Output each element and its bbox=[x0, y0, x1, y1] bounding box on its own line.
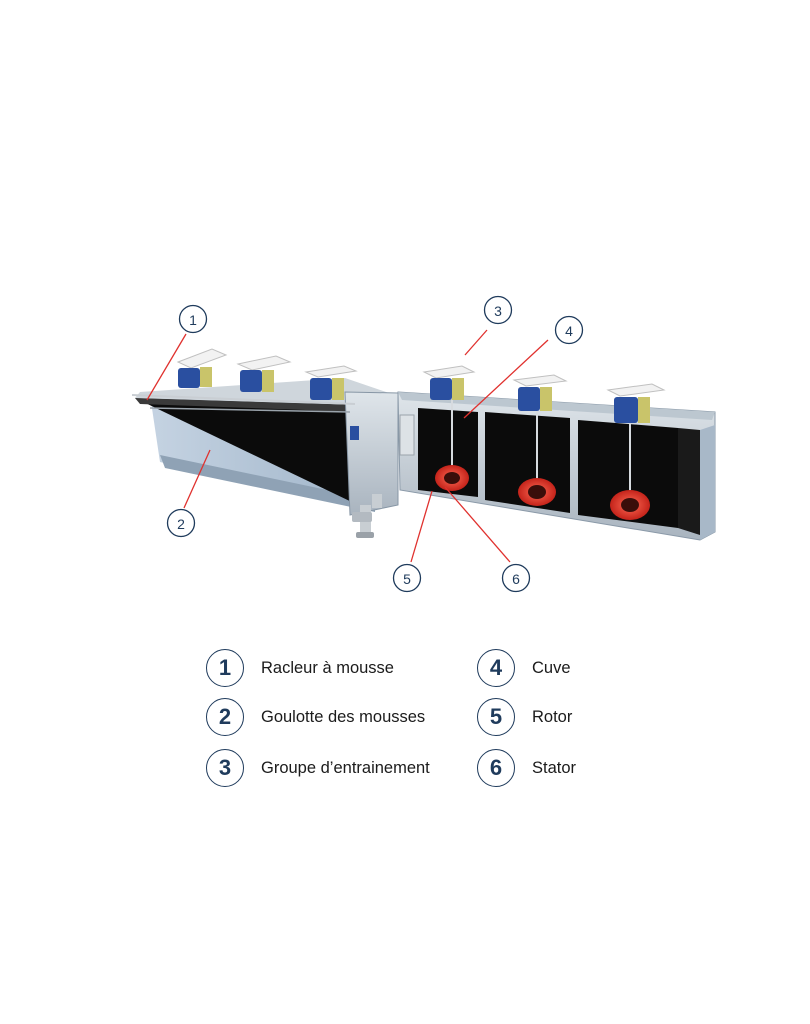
callout-4: 4 bbox=[554, 315, 584, 345]
left-end-frame bbox=[344, 391, 399, 516]
legend-label: Stator bbox=[532, 758, 577, 777]
drive-unit bbox=[606, 383, 666, 423]
leader-line-3 bbox=[464, 329, 488, 356]
leader-line-1 bbox=[146, 333, 187, 401]
legend-item-5: 5 Rotor bbox=[477, 698, 572, 736]
svg-text:4: 4 bbox=[565, 323, 573, 339]
legend-number: 6 bbox=[477, 749, 515, 787]
legend-item-4: 4 Cuve bbox=[477, 649, 571, 687]
svg-text:1: 1 bbox=[189, 312, 197, 328]
callout-2: 2 bbox=[166, 508, 196, 538]
legend-label: Cuve bbox=[532, 658, 571, 677]
leader-line-4 bbox=[463, 339, 549, 419]
legend-label: Racleur à mousse bbox=[261, 658, 394, 677]
legend-item-3: 3 Groupe d’entrainement bbox=[206, 749, 430, 787]
rotor-stator bbox=[518, 478, 556, 506]
leader-line-5 bbox=[410, 490, 433, 563]
callout-6: 6 bbox=[501, 563, 531, 593]
tank-cell-3 bbox=[578, 420, 678, 528]
svg-text:3: 3 bbox=[494, 303, 502, 319]
legend-item-1: 1 Racleur à mousse bbox=[206, 649, 394, 687]
left-flotation-bank bbox=[131, 348, 399, 538]
legend-number: 5 bbox=[477, 698, 515, 736]
callout-5: 5 bbox=[392, 563, 422, 593]
leader-line-2 bbox=[183, 449, 211, 509]
rotor-stator bbox=[610, 490, 650, 520]
legend-item-2: 2 Goulotte des mousses bbox=[206, 698, 425, 736]
legend-label: Goulotte des mousses bbox=[261, 707, 426, 726]
drive-unit bbox=[304, 365, 358, 400]
svg-text:5: 5 bbox=[403, 571, 411, 587]
rotor-stator bbox=[435, 465, 469, 491]
legend-label: Rotor bbox=[532, 707, 573, 726]
froth-launder bbox=[135, 398, 360, 505]
legend-number: 3 bbox=[206, 749, 244, 787]
svg-text:6: 6 bbox=[512, 571, 520, 587]
legend-number: 2 bbox=[206, 698, 244, 736]
legend-item-6: 6 Stator bbox=[477, 749, 576, 787]
drive-unit bbox=[236, 355, 292, 392]
drive-unit bbox=[176, 348, 228, 388]
leader-line-6 bbox=[444, 486, 511, 563]
drive-unit bbox=[422, 365, 476, 400]
callout-3: 3 bbox=[483, 295, 513, 325]
svg-text:2: 2 bbox=[177, 516, 185, 532]
legend-number: 1 bbox=[206, 649, 244, 687]
leader-lines bbox=[146, 329, 549, 563]
callout-1: 1 bbox=[178, 304, 208, 334]
right-flotation-bank bbox=[397, 365, 716, 541]
legend-label: Groupe d’entrainement bbox=[261, 758, 430, 777]
legend-number: 4 bbox=[477, 649, 515, 687]
drive-unit bbox=[512, 374, 568, 411]
